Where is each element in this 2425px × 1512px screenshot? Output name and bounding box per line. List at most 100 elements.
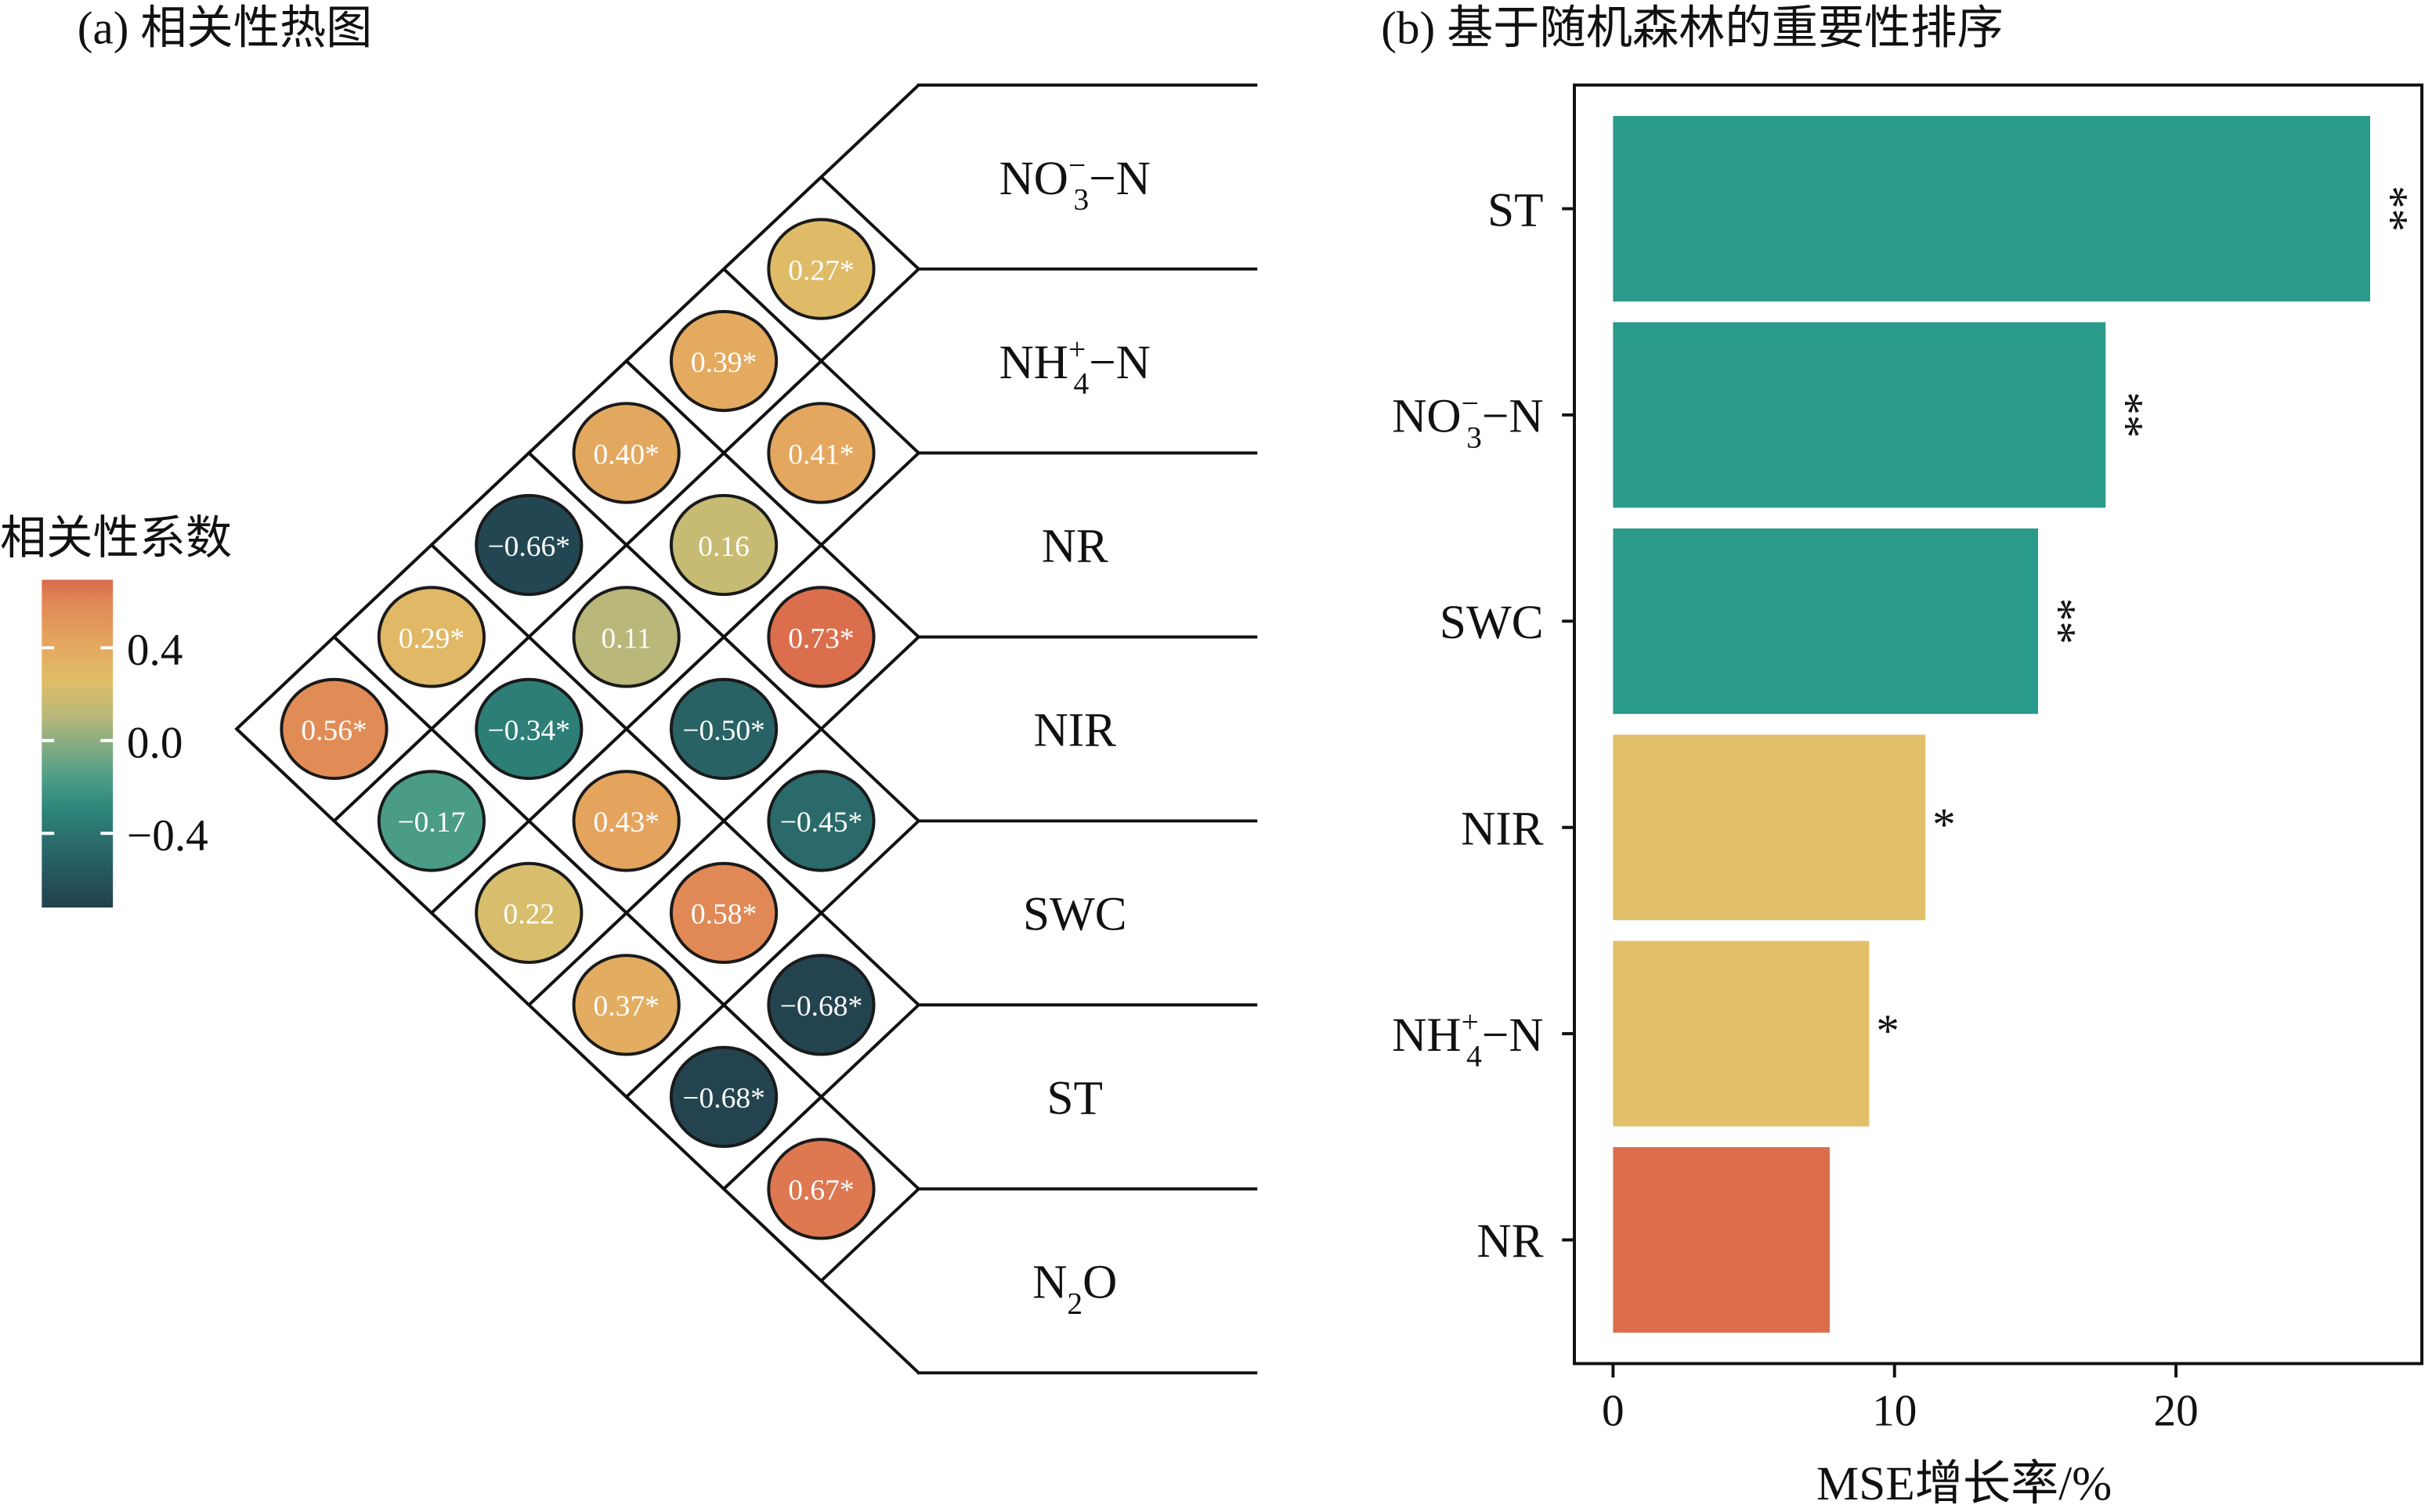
heatmap-cell: 0.37* [526, 911, 726, 1099]
label-tail: −N [1482, 1009, 1544, 1062]
y-tick-label: NO−3−N [1392, 386, 1543, 454]
colorbar [42, 579, 114, 908]
correlation-circle [572, 954, 681, 1056]
correlation-circle [669, 309, 779, 413]
correlation-circle [475, 677, 584, 781]
label-main: ST [1487, 183, 1543, 236]
correlation-value: −0.17 [398, 807, 466, 839]
correlation-value: 0.40* [594, 438, 660, 471]
significance-marker: * [1876, 1005, 1899, 1056]
variable-label: NH+4−N [999, 332, 1151, 400]
correlation-circle [377, 586, 486, 688]
heatmap-cell: 0.56* [234, 634, 434, 824]
label-subscript: 4 [1466, 1039, 1482, 1074]
y-tick-label: NIR [1461, 802, 1544, 855]
y-tick-label: NH+4−N [1392, 1005, 1543, 1073]
bar [1613, 116, 2371, 302]
label-superscript: − [1068, 148, 1086, 182]
y-tick-label: SWC [1440, 596, 1544, 649]
correlation-circle [377, 770, 486, 872]
colorbar-tick-label: −0.4 [127, 811, 208, 861]
y-tick-label: NR [1477, 1214, 1544, 1268]
legend-title: 相关性系数 [0, 512, 232, 564]
correlation-value: −0.45* [780, 807, 863, 839]
correlation-circle [669, 1045, 779, 1149]
bar-group: NH+4−N * [1392, 940, 1899, 1127]
label-main: ST [1047, 1072, 1103, 1125]
label-subscript: 3 [1073, 182, 1089, 217]
plot-frame [1573, 83, 2423, 1366]
correlation-value: 0.27* [788, 254, 854, 287]
bar-chart-title: (b) 基于随机森林的重要性排序 [1381, 2, 2003, 53]
label-subscript: 3 [1466, 420, 1482, 454]
label-main: NO [999, 152, 1068, 205]
label-main: SWC [1023, 888, 1127, 941]
significance-marker: ** [2366, 186, 2418, 232]
correlation-value: −0.66* [488, 531, 571, 563]
bar [1613, 940, 1870, 1127]
variable-label: NIR [1034, 704, 1117, 757]
correlation-circle [767, 586, 876, 688]
colorbar-tick-label: 0.4 [127, 626, 183, 675]
label-subscript: 4 [1073, 366, 1089, 400]
correlation-circle [572, 402, 681, 504]
bar-group: SWC** [1440, 528, 2086, 714]
x-tick-label: 10 [1872, 1386, 1917, 1435]
label-main: NO [1392, 390, 1461, 443]
label-main: NR [1042, 520, 1108, 573]
correlation-value: −0.50* [682, 715, 765, 747]
label-subscript: 2 [1067, 1286, 1082, 1320]
variable-label: NR [1042, 520, 1108, 573]
correlation-value: 0.58* [691, 899, 757, 931]
variable-label: NO−3−N [999, 148, 1151, 216]
bar [1613, 734, 1926, 921]
correlation-circle [280, 677, 389, 781]
bar-group: NR [1477, 1147, 1830, 1333]
correlation-value: 0.73* [788, 622, 854, 655]
label-superscript: + [1068, 332, 1086, 366]
heatmap-title: (a) 相关性热图 [78, 2, 373, 53]
correlation-value: −0.34* [488, 715, 571, 747]
correlation-circle [767, 954, 876, 1056]
correlation-value: 0.37* [594, 991, 660, 1023]
label-main: N [1032, 1256, 1067, 1309]
correlation-circle [572, 770, 681, 872]
correlation-circle [767, 218, 876, 320]
bar [1613, 1147, 1830, 1333]
correlation-value: 0.22 [503, 899, 555, 931]
x-tick-label: 0 [1602, 1386, 1624, 1435]
correlation-circle [767, 770, 876, 872]
correlation-circle [572, 586, 681, 688]
correlation-circle [475, 493, 584, 597]
bar-group: ST ** [1487, 116, 2418, 302]
bar-group: NIR* [1461, 734, 1956, 921]
correlation-circle [767, 1138, 876, 1240]
correlation-value: 0.16 [698, 531, 750, 563]
correlation-value: 0.41* [788, 438, 854, 471]
correlation-value: −0.68* [780, 991, 863, 1023]
label-main: NH [999, 336, 1068, 389]
label-main: NR [1477, 1214, 1544, 1268]
label-main: SWC [1440, 596, 1544, 649]
colorbar-ticks: 0.4 0.0 −0.4 [42, 626, 208, 861]
variable-label: SWC [1023, 888, 1127, 941]
label-main: NH [1392, 1009, 1461, 1062]
label-tail: −N [1089, 152, 1151, 205]
variable-label: N2O [1032, 1256, 1117, 1321]
label-tail: −N [1482, 390, 1544, 443]
correlation-circle [669, 493, 779, 597]
bar-group: NO−3−N ** [1392, 322, 2153, 508]
significance-marker: ** [2102, 392, 2153, 438]
correlation-value: 0.29* [399, 622, 464, 655]
heatmap-cells: 0.27*0.41*0.73*−0.45*−0.68*0.67*0.39*0.1… [234, 84, 921, 1374]
correlation-circle [669, 861, 779, 965]
label-tail: −N [1089, 336, 1151, 389]
x-axis-label: MSE增长率/% [1816, 1457, 2112, 1510]
colorbar-tick-label: 0.0 [127, 718, 183, 767]
correlation-circle [475, 861, 584, 965]
label-tail: O [1082, 1256, 1117, 1309]
label-superscript: − [1462, 386, 1479, 420]
y-tick-label: ST [1487, 183, 1543, 236]
